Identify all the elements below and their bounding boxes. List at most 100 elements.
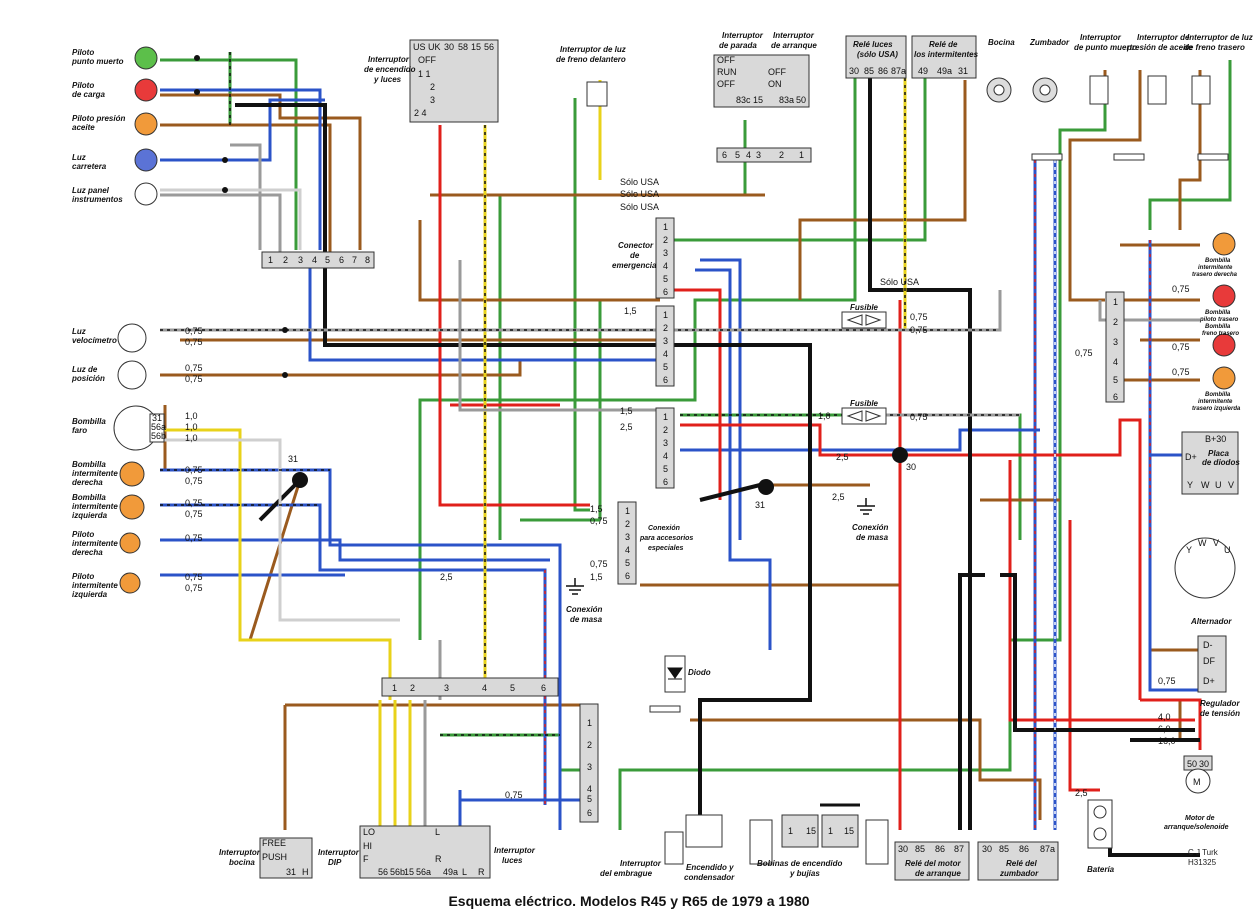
svg-text:Bocina: Bocina xyxy=(988,38,1015,47)
svg-text:0,75: 0,75 xyxy=(185,509,203,519)
svg-text:Fusible: Fusible xyxy=(850,399,879,408)
svg-text:OFF: OFF xyxy=(418,55,436,65)
svg-text:4: 4 xyxy=(587,784,592,794)
svg-text:50: 50 xyxy=(796,95,806,105)
svg-text:5: 5 xyxy=(325,255,330,265)
svg-text:2: 2 xyxy=(1113,317,1118,327)
svg-text:5: 5 xyxy=(663,274,668,284)
svg-text:LO: LO xyxy=(363,827,375,837)
svg-text:1: 1 xyxy=(788,826,793,836)
svg-text:2: 2 xyxy=(587,740,592,750)
svg-text:5: 5 xyxy=(735,150,740,160)
svg-text:OFF: OFF xyxy=(717,79,735,89)
svg-text:2,5: 2,5 xyxy=(836,452,849,462)
svg-text:D-: D- xyxy=(1203,640,1213,650)
connector-6pin-top: 6 5 4 3 2 1 xyxy=(716,147,812,163)
svg-text:Zumbador: Zumbador xyxy=(1029,38,1070,47)
svg-text:U: U xyxy=(1224,545,1231,555)
svg-text:56b: 56b xyxy=(390,867,405,877)
svg-text:0,75: 0,75 xyxy=(1172,367,1190,377)
svg-text:86: 86 xyxy=(878,66,888,76)
svg-text:Diodo: Diodo xyxy=(688,668,711,677)
node-30-label: 30 xyxy=(906,462,916,472)
svg-text:3: 3 xyxy=(444,683,449,693)
svg-text:8: 8 xyxy=(365,255,370,265)
svg-text:3: 3 xyxy=(430,95,435,105)
svg-text:6: 6 xyxy=(625,571,630,581)
svg-text:3: 3 xyxy=(625,532,630,542)
svg-text:F: F xyxy=(363,854,369,864)
svg-text:DF: DF xyxy=(1203,656,1215,666)
svg-text:1,5: 1,5 xyxy=(624,306,637,316)
svg-text:1,0: 1,0 xyxy=(818,411,831,421)
svg-text:2: 2 xyxy=(779,150,784,160)
svg-text:86: 86 xyxy=(935,844,945,854)
svg-text:2: 2 xyxy=(663,235,668,245)
svg-text:49a: 49a xyxy=(443,867,458,877)
credit: C J Turk H31325 xyxy=(1188,848,1218,868)
svg-text:3: 3 xyxy=(298,255,303,265)
svg-text:2,5: 2,5 xyxy=(620,422,633,432)
svg-text:Alternador: Alternador xyxy=(1190,617,1232,626)
svg-text:H: H xyxy=(302,867,309,877)
svg-text:2: 2 xyxy=(663,425,668,435)
svg-text:4: 4 xyxy=(663,261,668,271)
svg-text:3: 3 xyxy=(663,438,668,448)
svg-text:0,75: 0,75 xyxy=(1158,676,1176,686)
junction-31-left xyxy=(292,472,308,488)
svg-text:56: 56 xyxy=(378,867,388,877)
ignition-switch: US UK 30 58 15 56 OFF 1 1 2 3 2 4 Interr… xyxy=(364,39,499,123)
svg-text:1: 1 xyxy=(663,412,668,422)
svg-text:1: 1 xyxy=(799,150,804,160)
svg-text:3: 3 xyxy=(756,150,761,160)
svg-text:49: 49 xyxy=(918,66,928,76)
svg-text:UK: UK xyxy=(428,42,441,52)
svg-text:4: 4 xyxy=(482,683,487,693)
svg-text:1: 1 xyxy=(587,718,592,728)
svg-text:6: 6 xyxy=(541,683,546,693)
svg-text:1: 1 xyxy=(1113,297,1118,307)
svg-text:15: 15 xyxy=(404,867,414,877)
svg-text:58: 58 xyxy=(458,42,468,52)
svg-text:0,75: 0,75 xyxy=(910,325,928,335)
svg-text:85: 85 xyxy=(864,66,874,76)
svg-text:0,75: 0,75 xyxy=(1172,284,1190,294)
svg-text:30: 30 xyxy=(849,66,859,76)
svg-text:1: 1 xyxy=(392,683,397,693)
svg-text:L: L xyxy=(435,827,440,837)
svg-text:0,75: 0,75 xyxy=(185,363,203,373)
svg-text:5: 5 xyxy=(663,464,668,474)
svg-text:L: L xyxy=(462,867,467,877)
svg-text:7: 7 xyxy=(352,255,357,265)
svg-text:1: 1 xyxy=(625,506,630,516)
